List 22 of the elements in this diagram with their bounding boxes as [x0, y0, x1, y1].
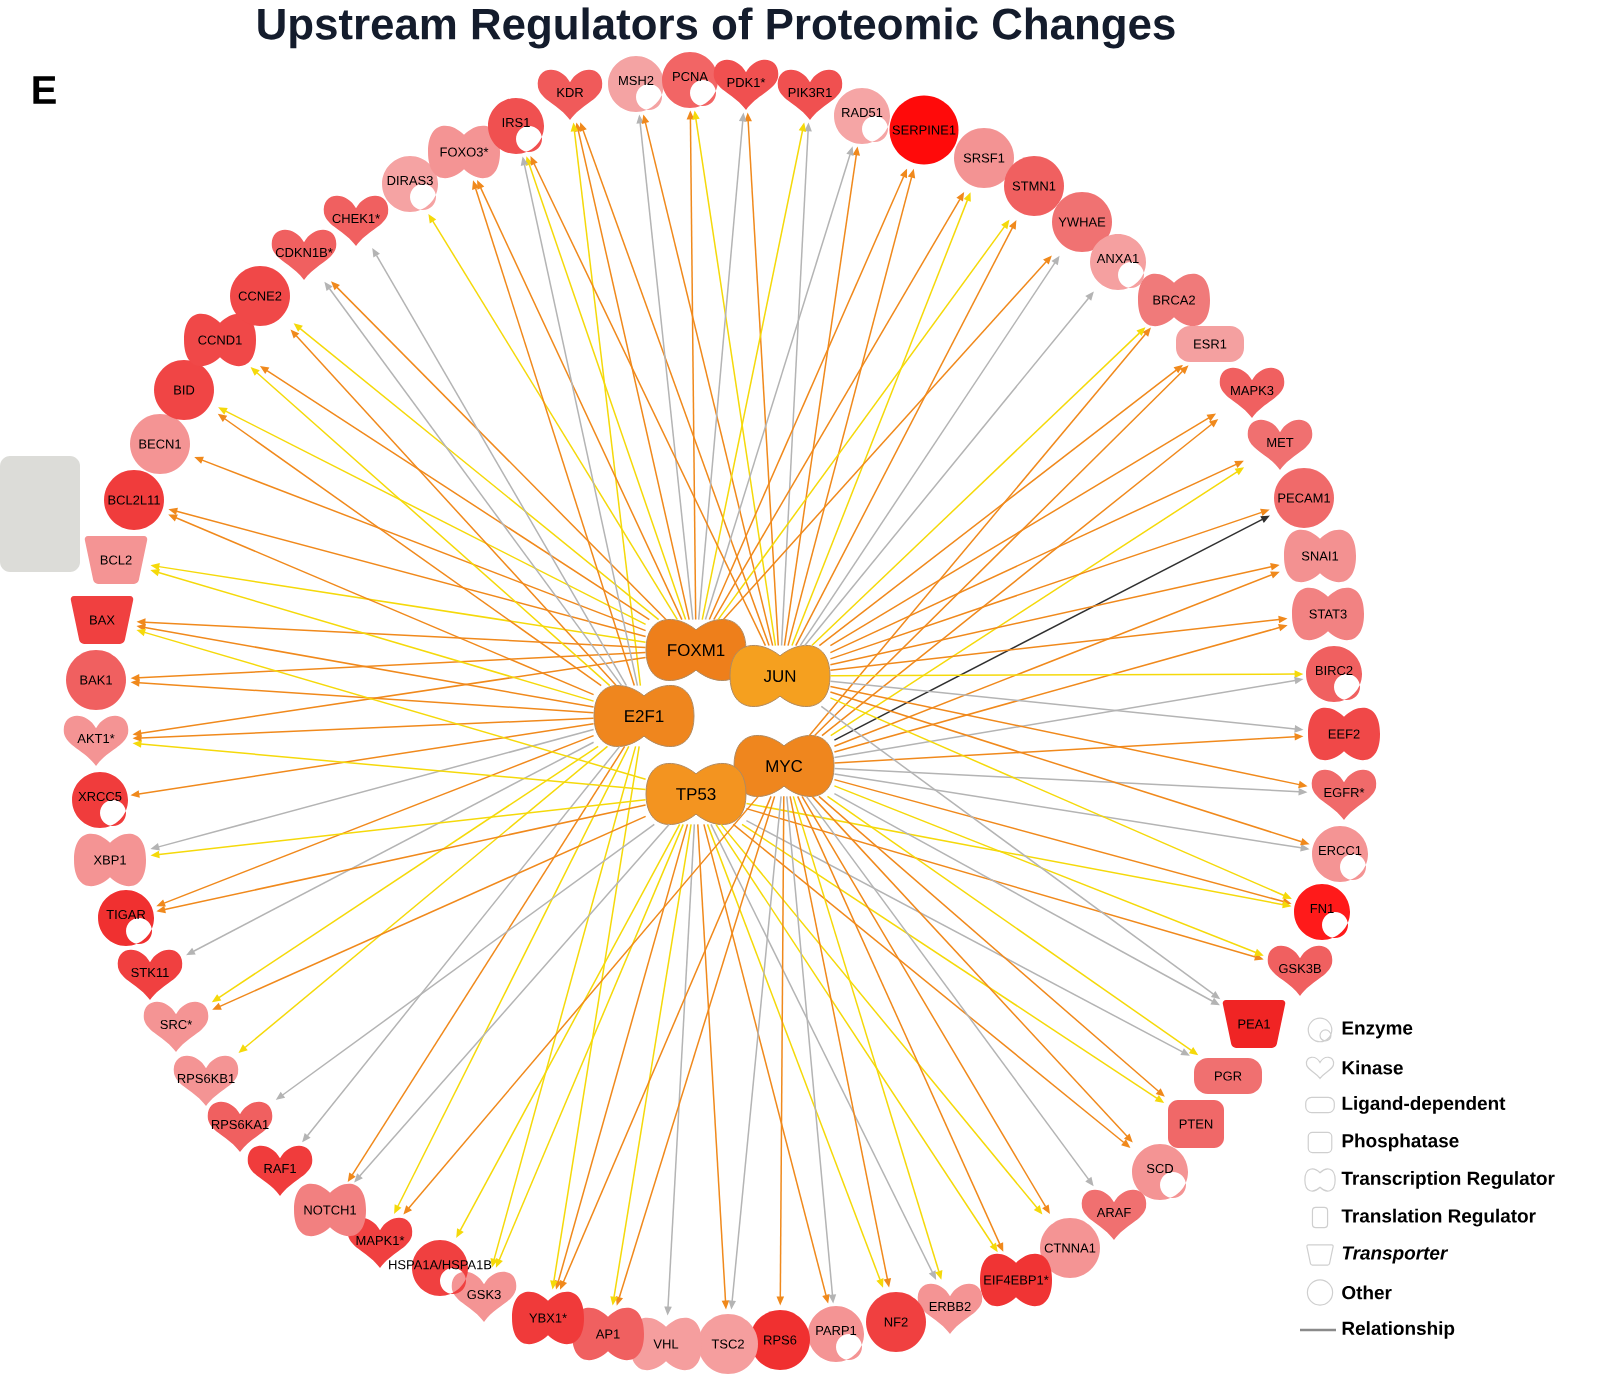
arrow	[745, 819, 1190, 1056]
bowtie-node: TP53	[645, 762, 747, 825]
bowtie-node: MYC	[733, 734, 835, 797]
arrow	[818, 795, 1165, 1097]
legend-label: Ligand-dependent	[1342, 1096, 1506, 1114]
legend-label: Enzyme	[1342, 1021, 1413, 1039]
legend-label: Relationship	[1342, 1321, 1455, 1339]
panel-letter: E	[33, 76, 56, 104]
legend-label: Other	[1342, 1285, 1392, 1300]
legend-label: Phosphatase	[1342, 1133, 1459, 1152]
bowtie-node: E2F1	[593, 684, 695, 747]
arrow	[795, 220, 1017, 647]
legend-label: Translation Regulator	[1341, 1208, 1536, 1227]
legend-label: Kinase	[1342, 1060, 1403, 1075]
legend-label: Transcription Regulator	[1341, 1171, 1555, 1189]
title: Upstream Regulators of Proteomic Changes	[258, 7, 1175, 49]
arrow	[833, 792, 1220, 1006]
bowtie-node: FOXM1	[645, 618, 747, 681]
legend-label: Transporter	[1342, 1246, 1449, 1264]
arrow	[331, 281, 667, 621]
arrow	[456, 823, 681, 1238]
bowtie-node: JUN	[729, 644, 831, 707]
